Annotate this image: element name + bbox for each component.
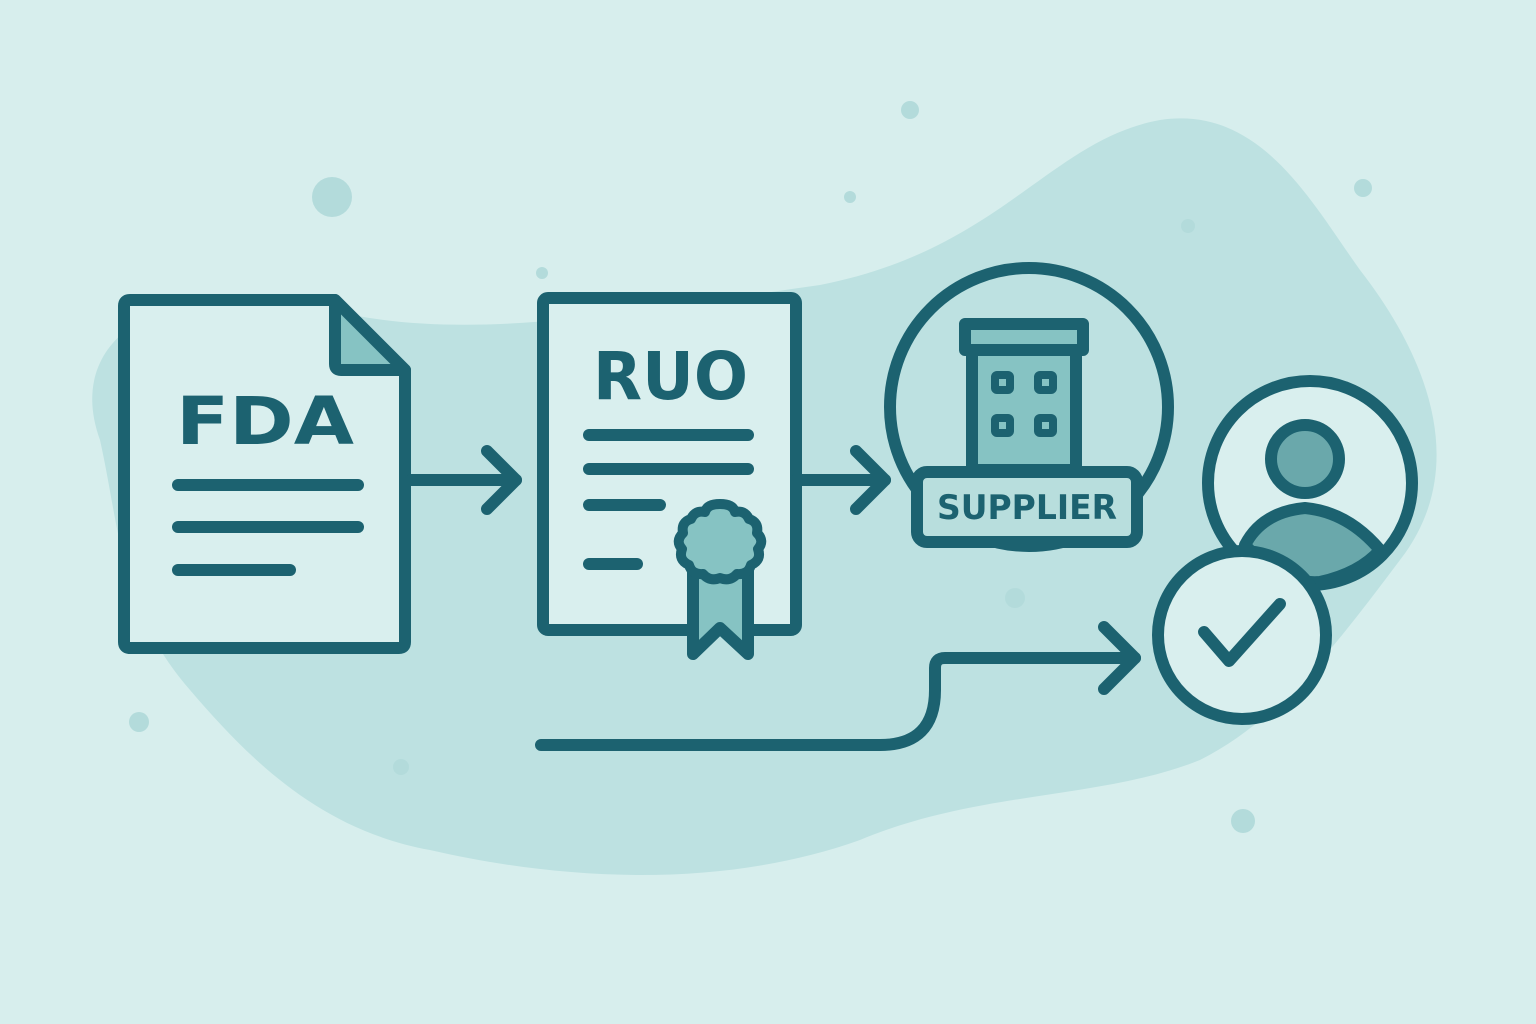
supplier-node: SUPPLIER xyxy=(884,262,1174,552)
person-head xyxy=(1265,419,1345,499)
document-icon xyxy=(118,294,411,654)
arrow-right-icon xyxy=(405,445,522,515)
decorative-dots xyxy=(129,101,1372,833)
approval-node xyxy=(1152,545,1332,725)
ruo-text-lines xyxy=(583,429,754,570)
ruo-certificate: RUO xyxy=(537,292,802,660)
seal-ribbon-icon xyxy=(673,499,767,660)
seal-icon xyxy=(673,499,767,585)
fda-text-lines xyxy=(172,479,364,576)
fda-document: FDA xyxy=(118,294,411,654)
fda-label: FDA xyxy=(176,383,354,460)
arrow-right-icon xyxy=(790,445,891,515)
building-windows xyxy=(991,371,1057,437)
ruo-label: RUO xyxy=(593,338,748,415)
supplier-label-box xyxy=(911,466,1143,548)
supplier-label: SUPPLIER xyxy=(937,488,1117,528)
folded-corner-icon xyxy=(329,294,411,376)
check-circle xyxy=(1152,545,1332,725)
building-icon xyxy=(959,318,1089,476)
path-arrow-icon xyxy=(535,621,1141,751)
checkmark-icon xyxy=(1198,598,1286,667)
